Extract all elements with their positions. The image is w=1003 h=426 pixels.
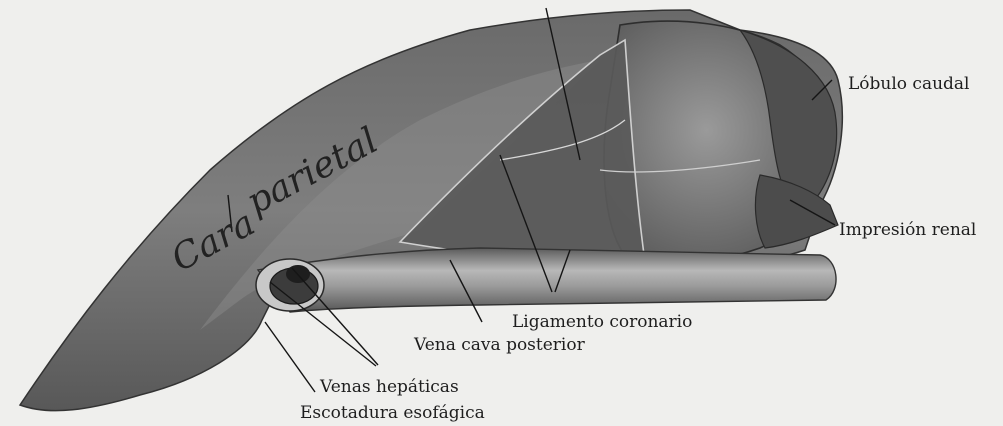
renal-impression-label: Impresión renal <box>839 220 976 240</box>
coronary-ligament-label: Ligamento coronario <box>512 312 692 332</box>
leader-esophageal <box>265 322 315 392</box>
vena-cava-label: Vena cava posterior <box>413 335 586 355</box>
hepatic-veins-label: Venas hepáticas <box>319 377 459 397</box>
esophageal-notch-label: Escotadura esofágica <box>300 403 485 423</box>
caudal-lobe-label: Lóbulo caudal <box>848 74 970 94</box>
